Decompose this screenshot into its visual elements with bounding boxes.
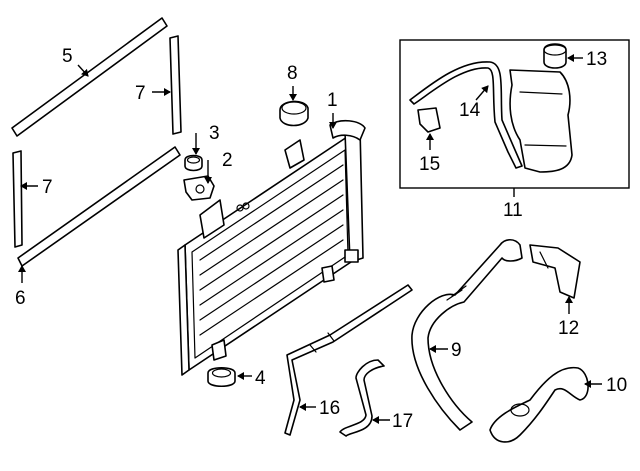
callout-7-upper: 7 <box>135 83 146 104</box>
callout-15: 15 <box>419 154 440 175</box>
callout-16: 16 <box>319 398 340 419</box>
callout-4: 4 <box>255 368 266 389</box>
callout-7-lower: 7 <box>42 177 53 198</box>
callout-10: 10 <box>606 375 627 396</box>
seal-strip-side-left[interactable] <box>12 150 23 248</box>
reservoir-hose[interactable] <box>409 61 523 169</box>
seal-strip-side-right[interactable] <box>169 35 182 135</box>
callout-13: 13 <box>586 49 607 70</box>
reservoir-clip[interactable] <box>417 107 441 133</box>
callout-labels: 1 2 3 4 5 6 7 7 8 9 10 11 12 13 14 15 16… <box>15 46 627 432</box>
coolant-reservoir[interactable] <box>509 69 573 173</box>
callout-14: 14 <box>459 100 481 121</box>
callout-5: 5 <box>62 46 73 67</box>
overflow-hose[interactable] <box>284 284 413 436</box>
callout-8: 8 <box>287 63 298 84</box>
seal-strip-lower[interactable] <box>17 146 181 267</box>
grommet[interactable] <box>184 154 203 172</box>
lower-radiator-hose[interactable] <box>489 366 589 443</box>
callout-6: 6 <box>15 288 26 309</box>
radiator-cap[interactable] <box>279 100 309 127</box>
leader-lines <box>18 54 602 424</box>
callout-9: 9 <box>451 340 462 361</box>
callout-12: 12 <box>558 318 579 339</box>
mounting-bracket[interactable] <box>183 175 215 201</box>
callout-2: 2 <box>222 150 233 171</box>
seal-strip-upper[interactable] <box>11 17 168 137</box>
callout-17: 17 <box>392 411 413 432</box>
callout-1: 1 <box>327 90 338 111</box>
callout-3: 3 <box>209 123 220 144</box>
small-hose[interactable] <box>339 359 385 437</box>
callout-11: 11 <box>503 200 523 221</box>
lower-grommet[interactable] <box>207 366 236 388</box>
hose-bracket[interactable] <box>529 244 581 299</box>
upper-radiator-hose[interactable] <box>411 238 523 431</box>
reservoir-cap[interactable] <box>543 43 567 69</box>
radiator[interactable] <box>177 119 366 376</box>
